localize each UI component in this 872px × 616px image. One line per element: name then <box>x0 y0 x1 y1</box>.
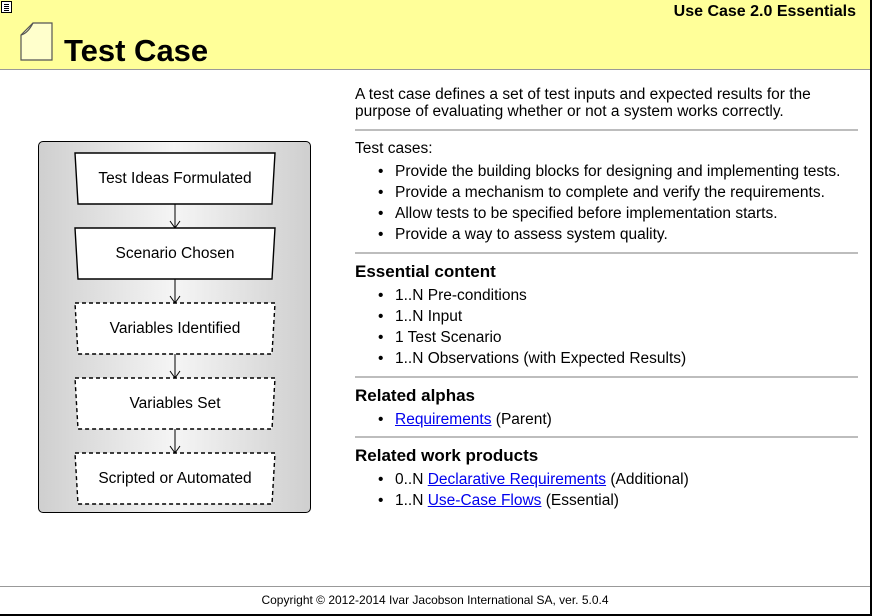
list-item: 1..N Input <box>355 306 858 327</box>
state-box <box>74 227 276 280</box>
state-box <box>74 377 276 430</box>
state-label: Test Ideas Formulated <box>98 169 252 187</box>
list-item: Allow tests to be specified before imple… <box>355 203 858 224</box>
related-alphas-list: Requirements (Parent) <box>355 409 858 436</box>
essential-content-heading: Essential content <box>355 262 496 281</box>
footer-copyright: Copyright © 2012-2014 Ivar Jacobson Inte… <box>0 586 870 614</box>
card-icon <box>20 22 53 61</box>
related-work-products-list: 0..N Declarative Requirements (Additiona… <box>355 469 858 511</box>
divider <box>355 436 858 438</box>
divider <box>355 376 858 378</box>
intro-text: A test case defines a set of test inputs… <box>355 86 811 120</box>
list-item: 1..N Use-Case Flows (Essential) <box>355 490 858 511</box>
menu-icon[interactable] <box>1 1 12 13</box>
page-title: Test Case <box>64 33 209 68</box>
list-item: Provide the building blocks for designin… <box>355 161 858 182</box>
divider <box>355 252 858 254</box>
list-item: 1..N Observations (with Expected Results… <box>355 348 858 369</box>
state-diagram-svg <box>74 152 276 505</box>
state-label: Variables Set <box>129 394 221 412</box>
list-item: 1..N Pre-conditions <box>355 285 858 306</box>
related-work-products-heading: Related work products <box>355 446 539 465</box>
list-item: 0..N Declarative Requirements (Additiona… <box>355 469 858 490</box>
essential-content-list: 1..N Pre-conditions 1..N Input 1 Test Sc… <box>355 285 858 376</box>
state-label: Scenario Chosen <box>115 244 235 262</box>
state-label: Variables Identified <box>109 319 241 337</box>
list-item: Requirements (Parent) <box>355 409 858 430</box>
brand-title: Use Case 2.0 Essentials <box>673 3 856 20</box>
state-box <box>74 302 276 355</box>
list-item: Provide a mechanism to complete and veri… <box>355 182 858 203</box>
test-cases-list: Provide the building blocks for designin… <box>355 161 858 252</box>
requirements-link[interactable]: Requirements <box>395 411 492 428</box>
list-item: Provide a way to assess system quality. <box>355 224 858 245</box>
header: Use Case 2.0 Essentials Test Case <box>0 0 870 70</box>
state-box <box>74 152 276 205</box>
related-alphas-heading: Related alphas <box>355 386 475 405</box>
divider <box>355 129 858 131</box>
state-label: Scripted or Automated <box>98 469 252 487</box>
test-cases-heading: Test cases: <box>355 140 433 157</box>
declarative-requirements-link[interactable]: Declarative Requirements <box>427 471 607 488</box>
use-case-flows-link[interactable]: Use-Case Flows <box>427 492 542 509</box>
main-content: A test case defines a set of test inputs… <box>355 86 858 511</box>
state-box <box>74 452 276 505</box>
list-item: 1 Test Scenario <box>355 327 858 348</box>
